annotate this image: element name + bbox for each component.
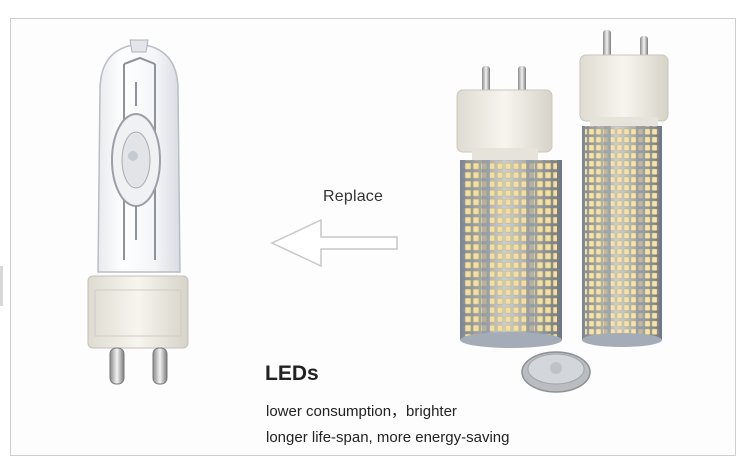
leds-heading: LEDs [265,362,319,385]
coin-scale-reference [521,351,591,393]
benefit-line-2: longer life-span, more energy-saving [266,429,510,446]
metal-halide-lamp [87,39,189,385]
led-corn-lamp-small [456,66,562,348]
frame-edge-marker [0,266,3,306]
led-corn-lamp-large [579,30,669,347]
left-arrow-outline-icon [270,218,398,268]
benefit-line-1: lower consumption，brighter [266,403,457,420]
replace-label: Replace [323,188,384,205]
